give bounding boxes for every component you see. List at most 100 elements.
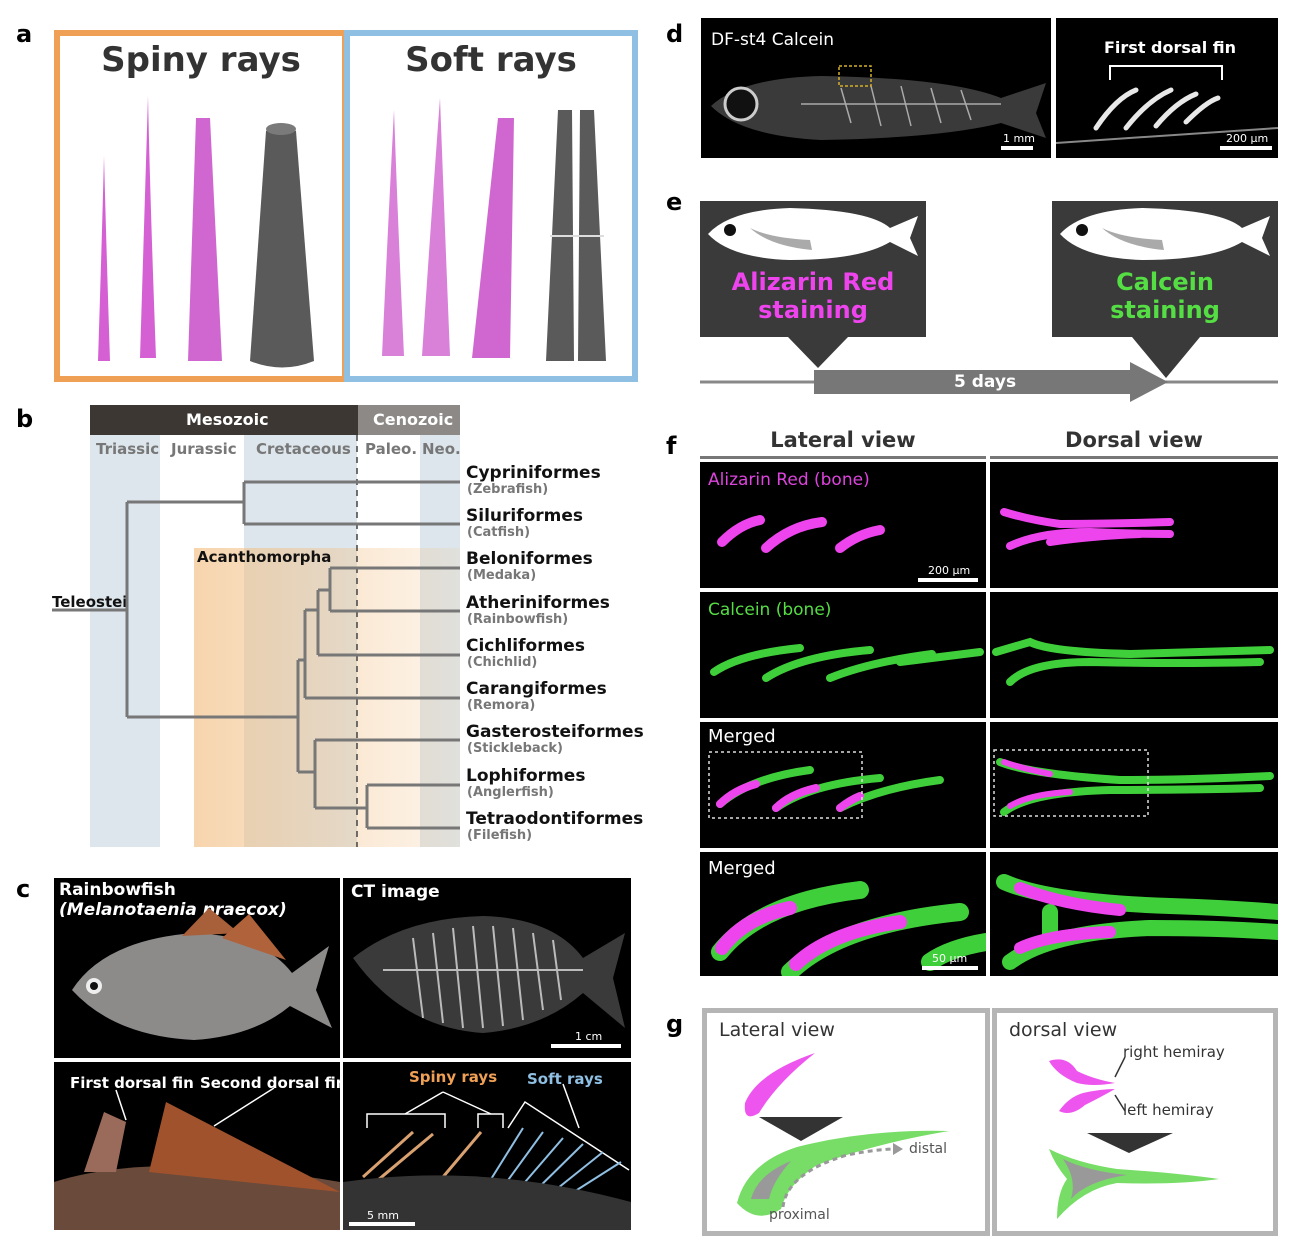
neo-label: Neo. — [422, 440, 461, 458]
spiny-rays-title: Spiny rays — [101, 40, 301, 80]
schematic-lateral-drawing — [737, 1053, 949, 1216]
soft-rays-box: Soft rays — [344, 30, 638, 382]
right-hemiray-label: right hemiray — [1123, 1043, 1225, 1061]
fin-ct-detail: Spiny rays Soft rays 5 mm — [343, 1062, 631, 1230]
row4-scale-bar — [922, 966, 978, 970]
taxon-common-0: (Zebrafish) — [467, 482, 549, 497]
proximal-label: proximal — [769, 1207, 830, 1223]
dorsal-fin-photo: First dorsal fin Second dorsal fin — [54, 1062, 340, 1230]
mesozoic-bar — [90, 405, 358, 435]
taxon-common-3: (Rainbowfish) — [467, 612, 569, 627]
calcein-title: DF-st4 Calcein — [711, 30, 835, 50]
cretaceous-label: Cretaceous — [256, 440, 351, 458]
second-dorsal-fin-label: Second dorsal fin — [200, 1074, 340, 1092]
taxon-common-1: (Catfish) — [467, 525, 531, 540]
lateral-header-rule — [700, 456, 986, 459]
schematic-lateral-box: Lateral view distal proximal — [702, 1008, 990, 1236]
triassic-band — [90, 435, 160, 847]
taxon-common-6: (Stickleback) — [467, 741, 563, 756]
dorsal-merged-rays — [993, 749, 1274, 817]
phylogenetic-tree — [52, 435, 460, 847]
mesozoic-label: Mesozoic — [186, 410, 269, 429]
taxon-common-2: (Medaka) — [467, 568, 537, 583]
dorsal-header-rule — [990, 456, 1278, 459]
dorsal-merged-image — [990, 722, 1278, 848]
ct-title: CT image — [351, 882, 440, 902]
taxon-order-8: Tetraodontiformes — [466, 809, 644, 829]
fin-zoom-scale-label: 200 µm — [1226, 132, 1269, 145]
distal-label: distal — [909, 1141, 948, 1157]
dorsal-merged-zoom — [990, 852, 1278, 976]
panel-label-g: g — [666, 1010, 684, 1038]
first-dorsal-fin-rays — [1056, 65, 1278, 144]
calcein-label-line1: Calcein — [1116, 268, 1214, 296]
calcein-label-line2: staining — [1110, 296, 1220, 324]
rainbowfish-title: Rainbowfish — [59, 880, 176, 900]
cenozoic-label: Cenozoic — [373, 410, 454, 429]
lateral-merged-zoom: Merged 50 µm — [700, 852, 986, 976]
dorsal-alizarin-image — [990, 462, 1278, 588]
row2-label: Calcein (bone) — [708, 600, 832, 620]
panel-label-b: b — [16, 405, 34, 433]
triassic-label: Triassic — [96, 440, 160, 458]
rainbowfish-silhouette — [72, 908, 332, 1040]
panel-label-f: f — [666, 432, 677, 460]
first-dorsal-fin-zoom: First dorsal fin 200 µm — [1056, 18, 1278, 158]
duration-label: 5 days — [954, 372, 1017, 392]
taxon-common-8: (Filefish) — [467, 828, 533, 843]
spiny-rays-label: Spiny rays — [409, 1068, 498, 1086]
teleostei-label: Teleostei — [52, 593, 128, 611]
ct-image: CT image 1 cm — [343, 878, 631, 1058]
calcein-scale-bar-left — [1001, 146, 1033, 150]
dorsal-fin-illustration — [54, 1087, 340, 1230]
taxon-order-1: Siluriformes — [466, 506, 584, 526]
taxon-common-4: (Chichlid) — [467, 655, 538, 670]
rainbowfish-photo: Rainbowfish (Melanotaenia praecox) — [54, 878, 340, 1058]
lateral-view-header: Lateral view — [770, 428, 916, 452]
detail-scale-bar — [349, 1222, 415, 1226]
rainbowfish-species: (Melanotaenia praecox) — [59, 900, 287, 920]
lateral-merged-rays — [708, 751, 944, 819]
fin-zoom-scale-bar — [1220, 146, 1272, 150]
dorsal-alizarin-rays — [1000, 508, 1174, 550]
row1-label: Alizarin Red (bone) — [708, 470, 870, 490]
taxon-order-0: Cypriniformes — [466, 463, 601, 483]
panel-label-d: d — [666, 20, 684, 48]
taxon-order-6: Gasterosteiformes — [466, 722, 644, 742]
soft-rays-title: Soft rays — [405, 40, 577, 80]
soft-rays-label: Soft rays — [527, 1070, 603, 1088]
taxon-order-2: Beloniformes — [466, 549, 593, 569]
taxon-order-7: Lophiformes — [466, 766, 586, 786]
dorsal-merged-zoom-rays — [996, 874, 1278, 970]
first-dorsal-fin-zoom-title: First dorsal fin — [1104, 38, 1237, 57]
row4-label: Merged — [708, 858, 776, 879]
lateral-alizarin-rays — [717, 515, 885, 553]
dorsal-calcein-rays — [992, 637, 1274, 686]
jurassic-label: Jurassic — [171, 440, 237, 458]
calcein-fish — [711, 65, 1046, 140]
spiny-rays-box: Spiny rays — [54, 30, 348, 382]
acanthomorpha-label: Acanthomorpha — [197, 548, 332, 566]
cenozoic-bar — [358, 405, 460, 435]
lateral-calcein-rays — [710, 644, 984, 682]
taxon-order-3: Atheriniformes — [466, 593, 610, 613]
first-dorsal-fin-label: First dorsal fin — [70, 1074, 194, 1092]
lateral-merged-image: Merged — [700, 722, 986, 848]
calcein-scale-label-left: 1 mm — [1003, 132, 1035, 145]
row1-scale-label: 200 µm — [928, 564, 971, 577]
panel-label-a: a — [16, 20, 33, 48]
calcein-whole-fish: DF-st4 Calcein 1 mm — [701, 18, 1051, 158]
dorsal-view-header: Dorsal view — [1065, 428, 1203, 452]
taxon-common-5: (Remora) — [467, 698, 536, 713]
row4-scale-label: 50 µm — [932, 952, 968, 965]
lateral-calcein-image: Calcein (bone) — [700, 592, 986, 718]
paleo-label: Paleo. — [365, 440, 418, 458]
dorsal-calcein-image — [990, 592, 1278, 718]
panel-label-c: c — [16, 875, 31, 903]
row3-label: Merged — [708, 726, 776, 747]
panel-label-e: e — [666, 188, 683, 216]
timeline-header: Mesozoic Cenozoic — [90, 405, 460, 435]
staining-timeline — [700, 201, 1278, 402]
ct-skeleton — [353, 916, 625, 1033]
left-hemiray-label: left hemiray — [1123, 1101, 1214, 1119]
